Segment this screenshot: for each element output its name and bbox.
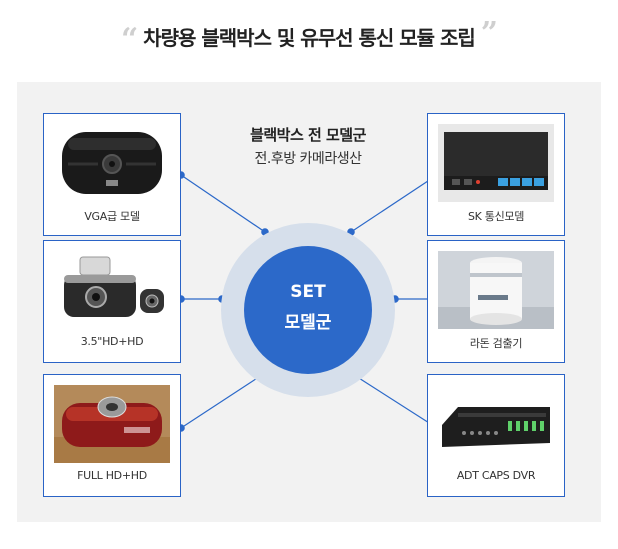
card-label: 라돈 검출기 [469, 337, 523, 350]
heading-line1: 블랙박스 전 모델군 [250, 126, 366, 144]
card-adt-caps-dvr: ADT CAPS DVR [427, 374, 565, 497]
card-vga-model: VGA급 모델 [43, 113, 181, 236]
card-label: 3.5"HD+HD [80, 335, 144, 348]
dvr-image [438, 385, 554, 463]
page-title: “차량용 블랙박스 및 유무선 통신 모듈 조립” [120, 16, 498, 57]
center-line1: SET [290, 282, 326, 302]
connector-line [180, 174, 266, 233]
card-label: ADT CAPS DVR [456, 469, 536, 482]
heading-line2: 전.후방 카메라생산 [254, 151, 362, 167]
connector-line [350, 174, 438, 233]
center-circle: SET 모델군 [244, 246, 372, 374]
radon-detector-image [438, 251, 554, 329]
blackbox-35-image [54, 251, 170, 329]
sk-modem-image [438, 124, 554, 202]
page-title-text: 차량용 블랙박스 및 유무선 통신 모듈 조립 [143, 26, 476, 50]
card-sk-modem: SK 통신모뎀 [427, 113, 565, 236]
blackbox-fullhd-image [54, 385, 170, 463]
connector-line [350, 372, 438, 429]
card-label: FULL HD+HD [77, 469, 147, 482]
heading-block: 블랙박스 전 모델군 전.후방 카메라생산 [215, 124, 401, 168]
card-35-hd: 3.5"HD+HD [43, 240, 181, 363]
card-label: VGA급 모델 [84, 210, 140, 223]
card-label: SK 통신모뎀 [467, 210, 525, 223]
card-radon-detector: 라돈 검출기 [427, 240, 565, 363]
blackbox-vga-image [54, 124, 170, 202]
card-full-hd: FULL HD+HD [43, 374, 181, 497]
center-line2: 모델군 [284, 313, 332, 333]
connector-line [180, 372, 266, 429]
